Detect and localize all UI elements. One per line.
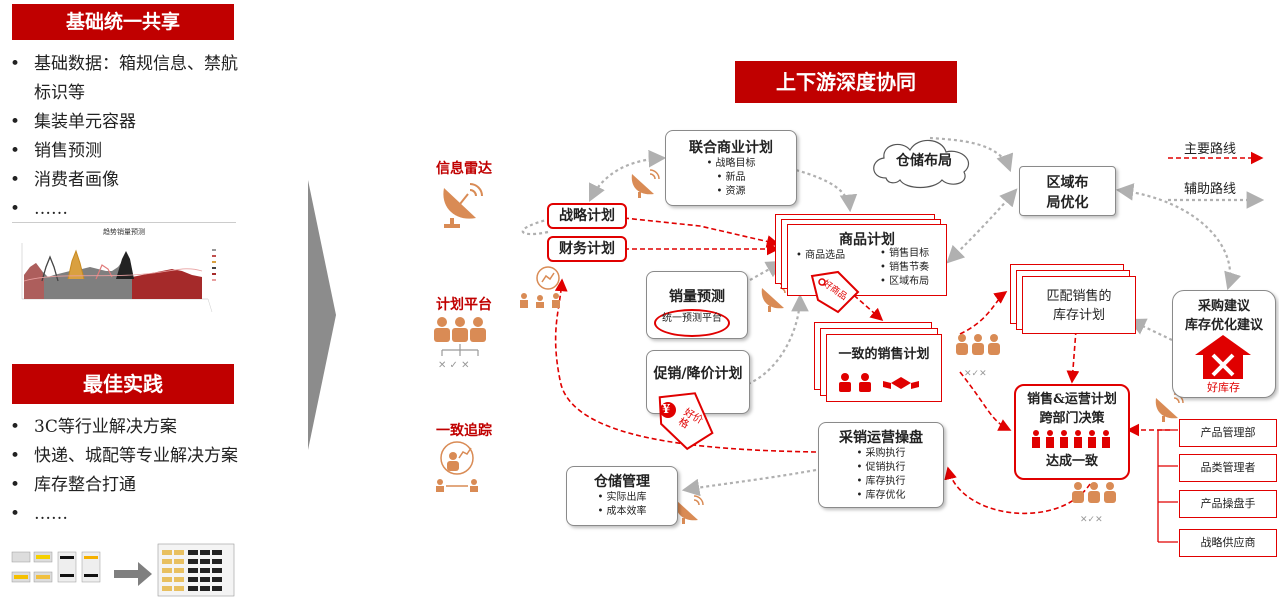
list-item: • 战略目标 xyxy=(706,158,756,169)
radar-dish-icon xyxy=(443,183,483,228)
region-line1: 区域布 xyxy=(1046,175,1089,191)
role-product-management: 产品管理部 xyxy=(1179,419,1277,447)
svg-text:✕ ✓ ✕: ✕ ✓ ✕ xyxy=(438,360,470,371)
joint-business-plan-box: 联合商业计划 • 战略目标 • 新品 • 资源 xyxy=(665,130,797,206)
strategy-plan-box: 战略计划 xyxy=(547,203,627,229)
region-optimization-box: 区域布 局优化 xyxy=(1019,166,1116,216)
list-item: …… xyxy=(2,195,247,224)
purchase-advice-line2: 库存优化建议 xyxy=(1184,318,1263,333)
container-grid-illustration xyxy=(11,543,235,597)
radar-dish-icon xyxy=(631,169,660,198)
person-trend-icon xyxy=(436,441,478,492)
chart-thumb-graphic xyxy=(21,243,216,313)
list-item: 集装单元容器 xyxy=(2,108,247,137)
warehouse-management-box: 仓储管理 • 实际出库 • 成本效率 xyxy=(566,466,678,526)
match-plan-line1: 匹配销售的 xyxy=(1046,289,1112,304)
list-item: • 库存优化 xyxy=(856,490,906,501)
price-tag-icon xyxy=(810,270,860,314)
price-tag-icon xyxy=(658,392,714,451)
practice-header: 最佳实践 xyxy=(12,364,234,404)
people-row-icon xyxy=(1032,430,1110,448)
label-plan-platform: 计划平台 xyxy=(436,297,492,313)
team-people-icon: ✕✓✕ xyxy=(1072,482,1116,525)
list-item: • 资源 xyxy=(716,186,746,197)
list-item: 快递、城配等专业解决方案 xyxy=(2,442,247,471)
region-line2: 局优化 xyxy=(1046,195,1089,211)
list-item: 消费者画像 xyxy=(2,166,247,195)
list-item: • 实际出库 xyxy=(597,492,647,503)
svg-text:✕✓✕: ✕✓✕ xyxy=(964,369,987,379)
purchase-advice-box: 采购建议 库存优化建议 好库存 xyxy=(1172,290,1276,398)
product-plan-left-item: • 商品选品 xyxy=(796,250,846,261)
list-item: 销售预测 xyxy=(2,137,247,166)
diagram-title: 上下游深度协同 xyxy=(735,61,957,103)
sop-line3: 达成一致 xyxy=(1045,454,1098,469)
role-category-manager: 品类管理者 xyxy=(1179,454,1277,482)
consistent-sales-plan-box: 一致的销售计划 xyxy=(826,334,942,402)
product-plan-right-list: • 销售目标 • 销售节奏 • 区域布局 xyxy=(880,247,929,289)
ops-title: 采销运营操盘 xyxy=(839,430,923,446)
list-item: • 区域布局 xyxy=(880,276,930,287)
shared-header: 基础统一共享 xyxy=(12,4,234,40)
team-people-icon: ✕✓✕ xyxy=(956,334,1000,379)
sop-line1: 销售&运营计划 xyxy=(1027,392,1117,407)
list-item: 库存整合打通 xyxy=(2,471,247,500)
warehouse-layout-label: 仓储布局 xyxy=(896,153,952,169)
role-strategic-supplier: 战略供应商 xyxy=(1179,529,1277,557)
consistent-plan-title: 一致的销售计划 xyxy=(838,347,930,362)
list-item: • 销售目标 xyxy=(880,248,930,259)
good-inventory-brand: 好库存 xyxy=(1207,381,1240,394)
unified-forecast-oval: 统一预测平台 xyxy=(654,309,730,337)
list-item: • 销售节奏 xyxy=(880,262,930,273)
product-plan-title: 商品计划 xyxy=(839,232,895,248)
promo-plan-title: 促销/降价计划 xyxy=(653,366,743,382)
promo-plan-box: 促销/降价计划 xyxy=(646,350,750,414)
sop-box: 销售&运营计划 跨部门决策 达成一致 xyxy=(1014,384,1130,480)
list-item: 基础数据：箱规信息、禁航标识等 xyxy=(2,50,247,108)
packed-grid xyxy=(157,543,235,597)
chart-thumb-title: 趋势销量预测 xyxy=(103,228,145,236)
list-item: • 新品 xyxy=(716,172,746,183)
list-item: 3C等行业解决方案 xyxy=(2,413,247,442)
house-logo-icon xyxy=(1195,335,1251,379)
forecast-chart-thumbnail: 趋势销量预测 xyxy=(12,222,236,319)
list-item: • 采购执行 xyxy=(856,448,906,459)
match-inventory-plan-box: 匹配销售的 库存计划 xyxy=(1022,276,1136,334)
purchase-advice-line1: 采购建议 xyxy=(1197,299,1250,314)
handshake-people-icon xyxy=(839,373,919,392)
label-info-radar: 信息雷达 xyxy=(436,161,492,177)
team-growth-icon xyxy=(520,266,560,308)
sales-forecast-title: 销量预测 xyxy=(669,289,725,305)
finance-plan-box: 财务计划 xyxy=(547,236,627,262)
practice-list: 3C等行业解决方案 快递、城配等专业解决方案 库存整合打通 …… xyxy=(2,413,247,529)
radar-dish-icon xyxy=(675,495,704,524)
list-item: …… xyxy=(2,500,247,529)
joint-plan-title: 联合商业计划 xyxy=(689,140,773,156)
svg-text:✕✓✕: ✕✓✕ xyxy=(1080,515,1103,525)
cloud-shape xyxy=(873,139,970,189)
role-product-operator: 产品操盘手 xyxy=(1179,490,1277,518)
product-plan-box: 商品计划 • 商品选品 • 销售目标 • 销售节奏 • 区域布局 xyxy=(787,224,947,296)
match-plan-line2: 库存计划 xyxy=(1052,308,1105,323)
warehouse-mgmt-title: 仓储管理 xyxy=(594,474,650,490)
team-people-icon: ✕ ✓ ✕ xyxy=(434,317,486,371)
list-item: • 成本效率 xyxy=(597,506,647,517)
label-tracking: 一致追踪 xyxy=(436,423,492,439)
yen-symbol: ¥ xyxy=(662,402,671,416)
list-item: • 库存执行 xyxy=(856,476,906,487)
legend-main-route: 主要路线 xyxy=(1184,142,1237,157)
sop-line2: 跨部门决策 xyxy=(1039,411,1105,426)
legend-aux-route: 辅助路线 xyxy=(1184,182,1237,197)
shared-list: 基础数据：箱规信息、禁航标识等 集装单元容器 销售预测 消费者画像 …… xyxy=(2,50,247,224)
chevron-right-icon xyxy=(308,180,336,450)
ops-box: 采销运营操盘 • 采购执行 • 促销执行 • 库存执行 • 库存优化 xyxy=(818,422,944,508)
list-item: • 促销执行 xyxy=(856,462,906,473)
